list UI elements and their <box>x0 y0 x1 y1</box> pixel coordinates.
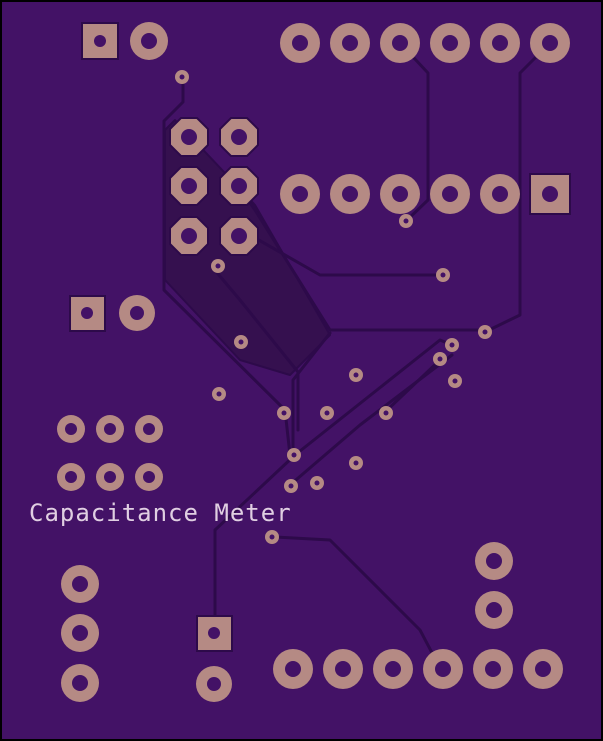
header-2x3 <box>57 415 163 491</box>
header-j5 <box>475 542 513 629</box>
ic-top-row <box>280 23 570 63</box>
header-j4 <box>196 615 233 702</box>
header-bottom-row <box>273 649 563 689</box>
silkscreen-label: Capacitance Meter <box>29 499 292 527</box>
isp-drills <box>181 129 247 244</box>
header-j1 <box>81 22 168 60</box>
ic-second-row <box>280 173 571 215</box>
header-j2 <box>69 295 155 332</box>
header-j3 <box>61 565 99 702</box>
via-drills <box>179 74 488 540</box>
